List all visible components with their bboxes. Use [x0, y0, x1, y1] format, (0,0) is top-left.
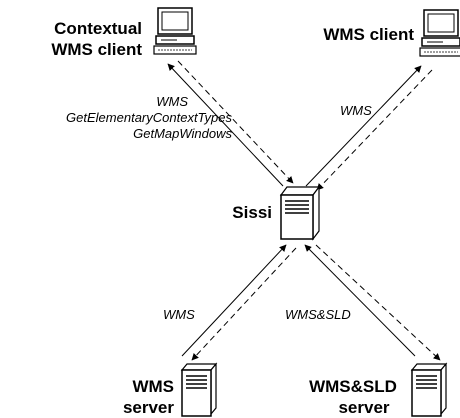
node-label-wms-client: WMS client	[323, 25, 414, 44]
arrow-wms-client-to-sissi	[316, 69, 433, 191]
node-label-line: server	[122, 398, 174, 417]
edge-label-wms-server: WMS	[163, 307, 195, 322]
arrow-sissi-to-contextual	[167, 63, 284, 187]
edge-label-wms-sld-server: WMS&SLD	[285, 307, 351, 322]
edge-label-line: WMS	[156, 94, 188, 109]
node-label-line: WMS client	[51, 40, 142, 59]
node-label-line: WMS&SLD	[309, 377, 397, 396]
edge-wms-server-sissi	[181, 244, 297, 361]
edge-label-line: GetMapWindows	[133, 126, 232, 141]
arrow-wms-sld-server-to-sissi	[304, 244, 416, 357]
edge-label-contextual: WMS GetElementaryContextTypes GetMapWind…	[0, 94, 232, 142]
arrow-sissi-to-wms-client	[305, 65, 422, 187]
computer-icon	[419, 9, 460, 57]
arrow-contextual-to-sissi	[177, 60, 294, 184]
node-label-wms-server: WMS server	[90, 376, 174, 418]
edge-contextual-client-sissi	[167, 60, 294, 187]
node-label-contextual-client: Contextual WMS client	[20, 18, 142, 60]
edge-wms-client-sissi	[305, 65, 433, 191]
arrow-sissi-to-wms-server	[191, 247, 297, 361]
node-label-line: server	[338, 398, 390, 417]
node-label-line: WMS	[132, 377, 174, 396]
node-label-line: Contextual	[54, 19, 142, 38]
server-icon	[180, 362, 218, 417]
edge-label-line: GetElementaryContextTypes	[66, 110, 232, 125]
computer-icon	[153, 7, 197, 55]
edge-wms-sld-server-sissi	[304, 244, 441, 361]
node-label-sissi: Sissi	[232, 203, 272, 222]
server-icon	[410, 362, 448, 417]
arrow-wms-server-to-sissi	[181, 244, 287, 357]
node-label-wms-sld-server: WMS&SLD server	[298, 376, 408, 418]
arrow-sissi-to-wms-sld-server	[315, 244, 441, 361]
server-icon	[279, 185, 321, 241]
edge-label-wms-client: WMS	[340, 103, 372, 118]
